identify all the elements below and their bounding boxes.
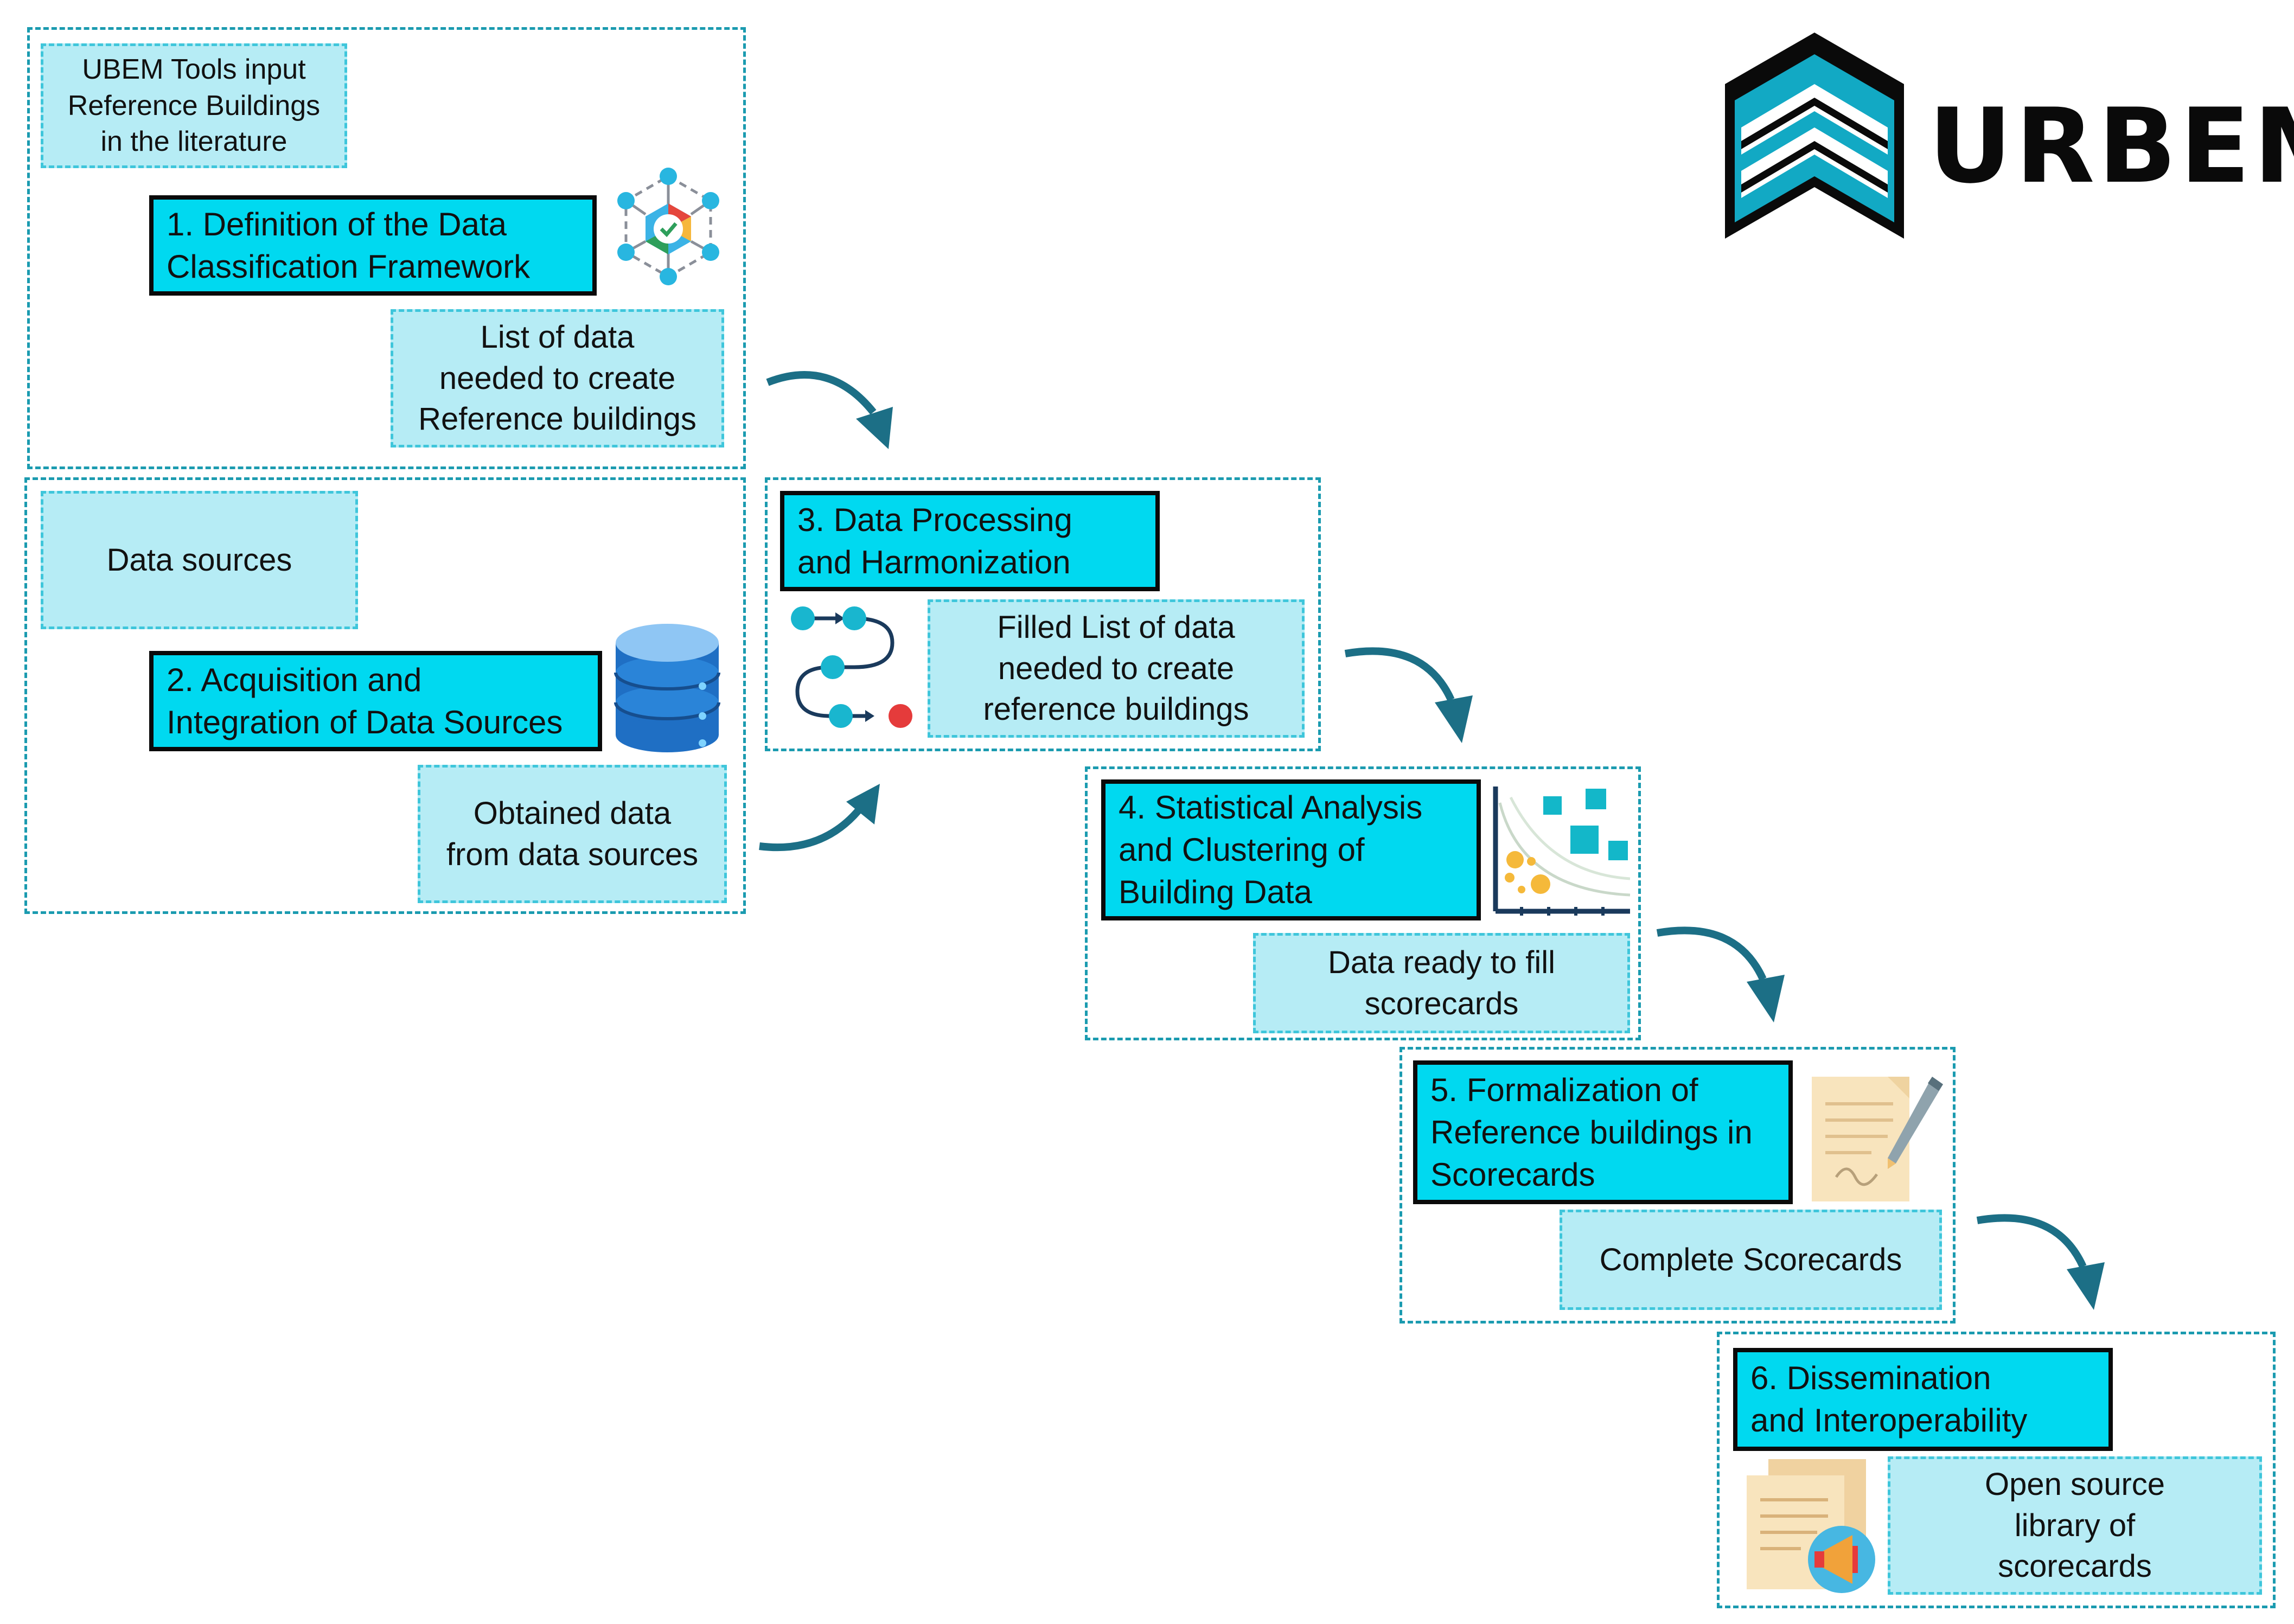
label-line: scorecards — [1998, 1549, 2152, 1584]
label-line: needed to create — [439, 360, 676, 396]
phase-1-frame — [27, 27, 746, 469]
label-line: Filled List of data — [997, 610, 1235, 645]
label-line: 3. Data Processing — [797, 501, 1072, 538]
scatter-cluster-chart-icon — [1493, 787, 1631, 916]
arrow-1-to-3 — [766, 371, 893, 449]
data-framework-hexagon-icon — [617, 168, 719, 285]
label-line: Complete Scorecards — [1599, 1242, 1902, 1277]
phase-4-frame — [1085, 766, 1641, 1040]
phase-3-step-box: 3. Data Processing and Harmonization — [780, 491, 1160, 591]
urbem-logo-icon — [1725, 33, 1904, 239]
label-line: Scorecards — [1430, 1156, 1595, 1193]
label-line: Integration of Data Sources — [167, 704, 563, 740]
label-line: Data ready to fill — [1327, 945, 1556, 981]
label-line: library of — [2014, 1507, 2136, 1543]
phase-2-output-label: Obtained data from data sources — [418, 765, 727, 903]
label-line: Reference Buildings — [67, 89, 321, 122]
label-line: 4. Statistical Analysis — [1119, 789, 1423, 826]
phase-6-output-label: Open source library of scorecards — [1888, 1456, 2262, 1595]
phase-5-output-label: Complete Scorecards — [1560, 1210, 1942, 1310]
label-line: 2. Acquisition and — [167, 661, 422, 698]
label-line: 1. Definition of the Data — [167, 206, 507, 242]
label-line: Classification Framework — [167, 248, 531, 285]
process-flow-icon — [791, 606, 912, 728]
phase-4-output-label: Data ready to fill scorecards — [1253, 933, 1630, 1033]
label-line: needed to create — [998, 650, 1235, 686]
arrow-2-to-3 — [759, 784, 880, 852]
label-line: Open source — [1984, 1467, 2165, 1502]
documents-megaphone-icon — [1747, 1459, 1875, 1593]
label-line: from data sources — [446, 836, 699, 872]
label-line: List of data — [480, 319, 635, 355]
logo-text: URBEM — [1928, 86, 2294, 206]
phase-5-frame — [1400, 1047, 1956, 1324]
arrow-5-to-6 — [1976, 1214, 2105, 1310]
phase-6-frame — [1717, 1332, 2276, 1608]
label-line: Building Data — [1119, 874, 1312, 910]
label-line: scorecards — [1364, 986, 1519, 1021]
phase-3-frame — [765, 477, 1321, 751]
label-line: and Clustering of — [1119, 832, 1365, 868]
document-signature-icon — [1812, 1077, 1943, 1201]
label-line: 5. Formalization of — [1430, 1071, 1698, 1108]
phase-3-output-label: Filled List of data needed to create refer… — [928, 599, 1305, 738]
database-icon — [614, 624, 720, 752]
phase-2-frame — [24, 477, 746, 914]
arrow-4-to-5 — [1656, 926, 1785, 1022]
phase-6-step-box: 6. Dissemination and Interoperability — [1733, 1348, 2113, 1451]
label-line: Reference buildings — [418, 401, 696, 437]
label-line: Obtained data — [473, 796, 672, 832]
label-line: and Interoperability — [1750, 1402, 2028, 1438]
label-line: 6. Dissemination — [1750, 1360, 1991, 1396]
arrow-3-to-4 — [1344, 647, 1473, 743]
phase-5-step-box: 5. Formalization of Reference buildings i… — [1413, 1060, 1793, 1204]
label-line: UBEM Tools input — [82, 54, 306, 86]
label-line: Reference buildings in — [1430, 1114, 1753, 1150]
phase-2-input-label: Data sources — [41, 491, 358, 629]
label-line: in the literature — [100, 126, 287, 158]
label-line: Data sources — [106, 542, 292, 578]
label-line: and Harmonization — [797, 544, 1071, 580]
phase-4-step-box: 4. Statistical Analysis and Clustering of… — [1101, 779, 1481, 920]
label-line: reference buildings — [983, 692, 1249, 727]
